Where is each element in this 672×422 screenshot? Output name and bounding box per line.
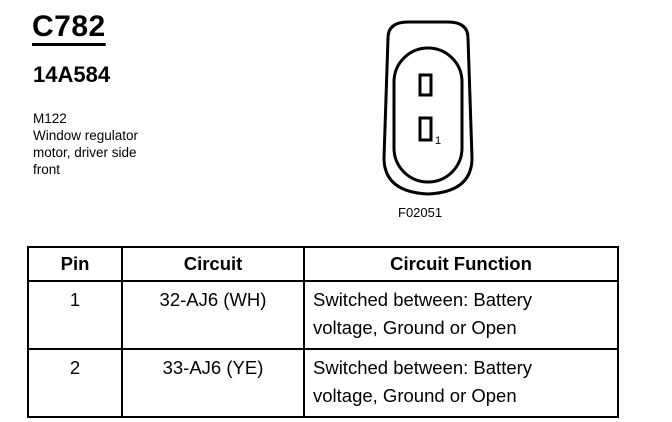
cell-pin: 2 (27, 348, 123, 418)
connector-inner-body (392, 46, 464, 184)
component-description: M122 Window regulator motor, driver side… (33, 110, 138, 178)
function-line: Switched between: Battery (313, 289, 533, 310)
cell-pin: 1 (27, 280, 123, 350)
pin-1-terminal (418, 116, 433, 142)
function-line: Switched between: Battery (313, 357, 533, 378)
component-desc-line: front (33, 162, 61, 177)
connector-outer-shell (382, 20, 474, 196)
cell-circuit-function: Switched between: Battery voltage, Groun… (303, 348, 619, 418)
pin-2-terminal (418, 73, 433, 97)
table-row: 1 32-AJ6 (WH) Switched between: Battery … (27, 280, 619, 350)
function-line: voltage, Ground or Open (313, 385, 517, 406)
table-row: 2 33-AJ6 (YE) Switched between: Battery … (27, 348, 619, 418)
component-desc-line: Window regulator (33, 128, 139, 143)
connector-title: C782 (32, 10, 106, 43)
cell-circuit: 33-AJ6 (YE) (121, 348, 305, 418)
header-pin: Pin (27, 246, 123, 282)
header-circuit-function: Circuit Function (303, 246, 619, 282)
cell-circuit: 32-AJ6 (WH) (121, 280, 305, 350)
component-desc-line: motor, driver side (33, 145, 137, 160)
component-code: M122 (33, 111, 67, 126)
figure-id: F02051 (398, 205, 443, 220)
pin-1-marker: 1 (435, 135, 441, 147)
part-number: 14A584 (33, 62, 111, 87)
cell-circuit-function: Switched between: Battery voltage, Groun… (303, 280, 619, 350)
header-circuit: Circuit (121, 246, 305, 282)
function-line: voltage, Ground or Open (313, 317, 517, 338)
table-header-row: Pin Circuit Circuit Function (27, 246, 619, 282)
connector-face-diagram: 1 (382, 20, 474, 196)
pin-table: Pin Circuit Circuit Function 1 32-AJ6 (W… (27, 246, 619, 418)
